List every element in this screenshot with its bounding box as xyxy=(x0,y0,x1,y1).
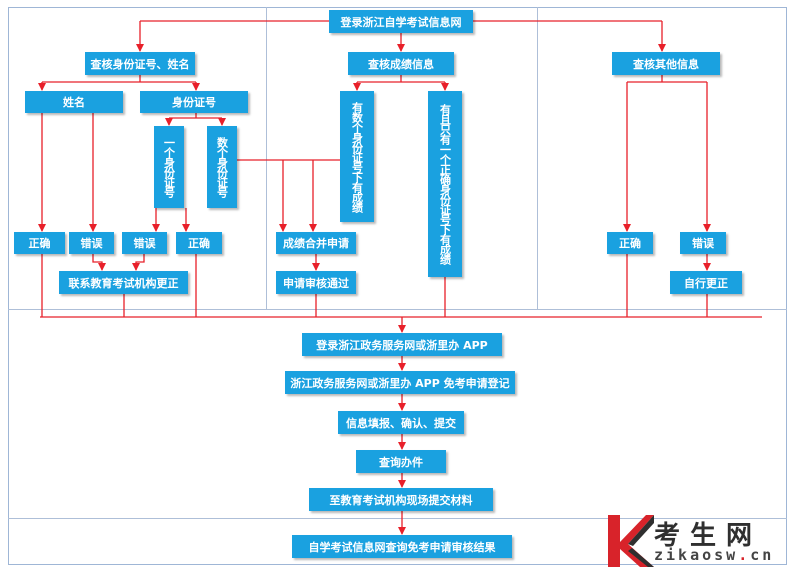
node-multi-id-scores: 有数个身份证号下有成绩 xyxy=(340,91,374,222)
node-correct-1: 正确 xyxy=(14,232,65,254)
node-one-id: 一个身份证号 xyxy=(154,126,184,208)
logo-title: 考生网 xyxy=(654,521,763,551)
logo-domain: zikaosw.cn xyxy=(654,546,774,564)
node-error-3: 错误 xyxy=(680,232,726,254)
node-error-1: 错误 xyxy=(69,232,114,254)
node-apply-approved: 申请审核通过 xyxy=(276,271,356,294)
node-login-zwfw: 登录浙江政务服务网或浙里办 APP xyxy=(302,333,502,356)
logo-k-mark xyxy=(608,515,654,567)
connector-line-31 xyxy=(92,254,106,271)
node-check-id-name: 查核身份证号、姓名 xyxy=(85,52,195,75)
diagram-frame xyxy=(8,7,787,565)
node-name: 姓名 xyxy=(25,91,123,113)
node-query-progress: 查询办件 xyxy=(356,450,446,473)
section-divider-upper xyxy=(8,309,787,310)
node-one-correct-id-scores: 有且只有一个正确身份证号下有成绩 xyxy=(428,91,462,277)
node-query-result: 自学考试信息网查询免考申请审核结果 xyxy=(292,535,512,558)
node-correct-3: 正确 xyxy=(607,232,653,254)
node-register-exemption: 浙江政务服务网或浙里办 APP 免考申请登记 xyxy=(285,371,515,394)
logo-domain-main: zikaosw xyxy=(654,546,739,564)
site-logo: 考生网 zikaosw.cn xyxy=(608,515,786,567)
node-merge-apply: 成绩合并申请 xyxy=(276,232,356,254)
column-divider-left xyxy=(266,7,267,309)
logo-domain-dot: . xyxy=(738,546,751,564)
node-self-correct: 自行更正 xyxy=(670,271,742,294)
node-check-other: 查核其他信息 xyxy=(612,52,720,75)
node-error-2: 错误 xyxy=(122,232,167,254)
node-correct-2: 正确 xyxy=(176,232,222,254)
node-multi-id: 数个身份证号 xyxy=(207,126,237,208)
node-contact-agency: 联系教育考试机构更正 xyxy=(59,271,188,294)
node-id-number: 身份证号 xyxy=(140,91,248,113)
node-fill-confirm-submit: 信息填报、确认、提交 xyxy=(338,411,464,434)
node-submit-materials: 至教育考试机构现场提交材料 xyxy=(309,488,493,511)
column-divider-right xyxy=(537,7,538,309)
section-divider-lower xyxy=(8,518,787,519)
node-check-scores: 查核成绩信息 xyxy=(348,52,454,75)
connector-line-32 xyxy=(132,254,145,271)
logo-domain-tld: cn xyxy=(750,546,775,564)
node-login-zjzk: 登录浙江自学考试信息网 xyxy=(329,10,473,33)
